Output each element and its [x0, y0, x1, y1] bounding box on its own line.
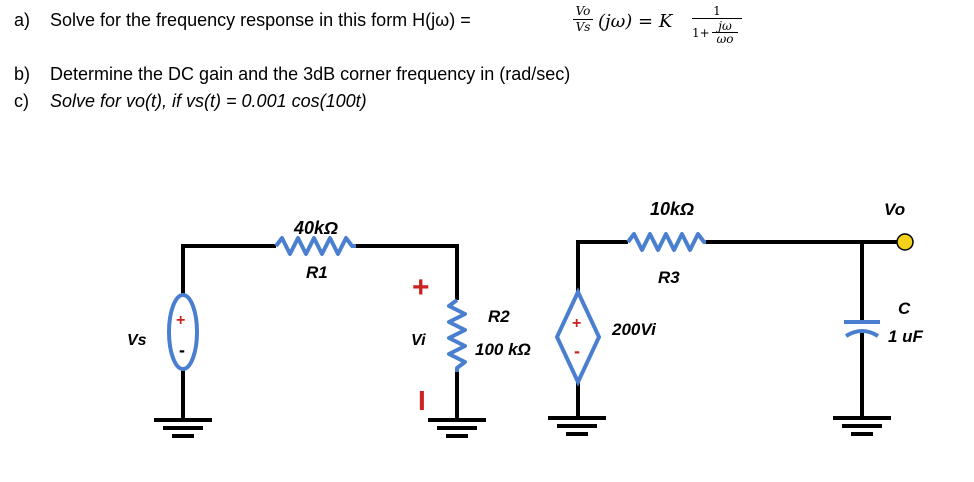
k-inner-denominator: ωo — [716, 32, 734, 46]
ground-symbol-vs — [154, 418, 212, 438]
k-inner-numerator: jω — [712, 20, 738, 33]
vi-label: Vi — [411, 332, 426, 349]
k-denominator-prefix: 1+ — [692, 26, 710, 40]
h-fraction-denominator: Vs — [575, 20, 591, 34]
dependent-source — [554, 287, 602, 387]
r3-name: R3 — [658, 268, 680, 287]
h-fraction: Vo Vs — [573, 4, 593, 35]
question-c-text: Solve for vo(t), if vs(t) = 0.001 cos(10… — [50, 91, 367, 111]
k-fraction-numerator: 1 — [692, 4, 742, 19]
resistor-r3 — [626, 232, 706, 252]
ground-symbol-capacitor — [833, 416, 891, 436]
ground-symbol-r2 — [428, 418, 486, 438]
r1-name: R1 — [306, 263, 328, 282]
question-b-text: Determine the DC gain and the 3dB corner… — [50, 64, 571, 84]
dependent-source-label: 200Vi — [611, 320, 657, 339]
dependent-minus-sign: - — [574, 341, 580, 361]
resistor-r1 — [274, 236, 356, 256]
vi-plus-sign: + — [412, 271, 430, 304]
dependent-plus-sign: + — [572, 315, 581, 332]
k-fraction: 1 1+ jω ωo — [692, 4, 742, 47]
question-a-text: Solve for the frequency response in this… — [50, 10, 471, 30]
vs-plus-sign: + — [176, 312, 185, 329]
resistor-r2 — [447, 298, 467, 372]
question-c: c) Solve for vo(t), if vs(t) = 0.001 cos(… — [14, 91, 367, 112]
r2-value: 100 kΩ — [475, 340, 531, 359]
question-a-letter: a) — [14, 10, 31, 30]
question-b: b) Determine the DC gain and the 3dB corn… — [14, 64, 570, 85]
question-c-letter: c) — [14, 91, 29, 111]
question-b-letter: b) — [14, 64, 31, 84]
input-wires — [181, 244, 459, 420]
voltage-source-vs — [167, 293, 199, 371]
vs-minus-sign: - — [179, 340, 185, 360]
ground-symbol-dependent — [548, 416, 606, 436]
r2-name: R2 — [488, 307, 510, 326]
r3-value: 10kΩ — [650, 199, 694, 219]
capacitor-name: C — [898, 299, 911, 318]
k-fraction-denominator: 1+ jω ωo — [692, 19, 742, 47]
r1-value: 40kΩ — [293, 218, 338, 238]
capacitor — [844, 320, 880, 338]
question-a: a) Solve for the frequency response in th… — [14, 10, 471, 31]
vs-label: Vs — [127, 332, 147, 349]
capacitor-value: 1 uF — [888, 327, 924, 346]
output-wires — [576, 240, 905, 418]
h-fraction-numerator: Vo — [573, 4, 593, 20]
vi-minus-sign: I — [418, 385, 426, 416]
vo-label: Vo — [884, 200, 905, 219]
k-inner-fraction: jω ωo — [712, 20, 738, 45]
output-node — [896, 233, 914, 251]
question-a-equation: (jω) = K — [598, 11, 673, 32]
